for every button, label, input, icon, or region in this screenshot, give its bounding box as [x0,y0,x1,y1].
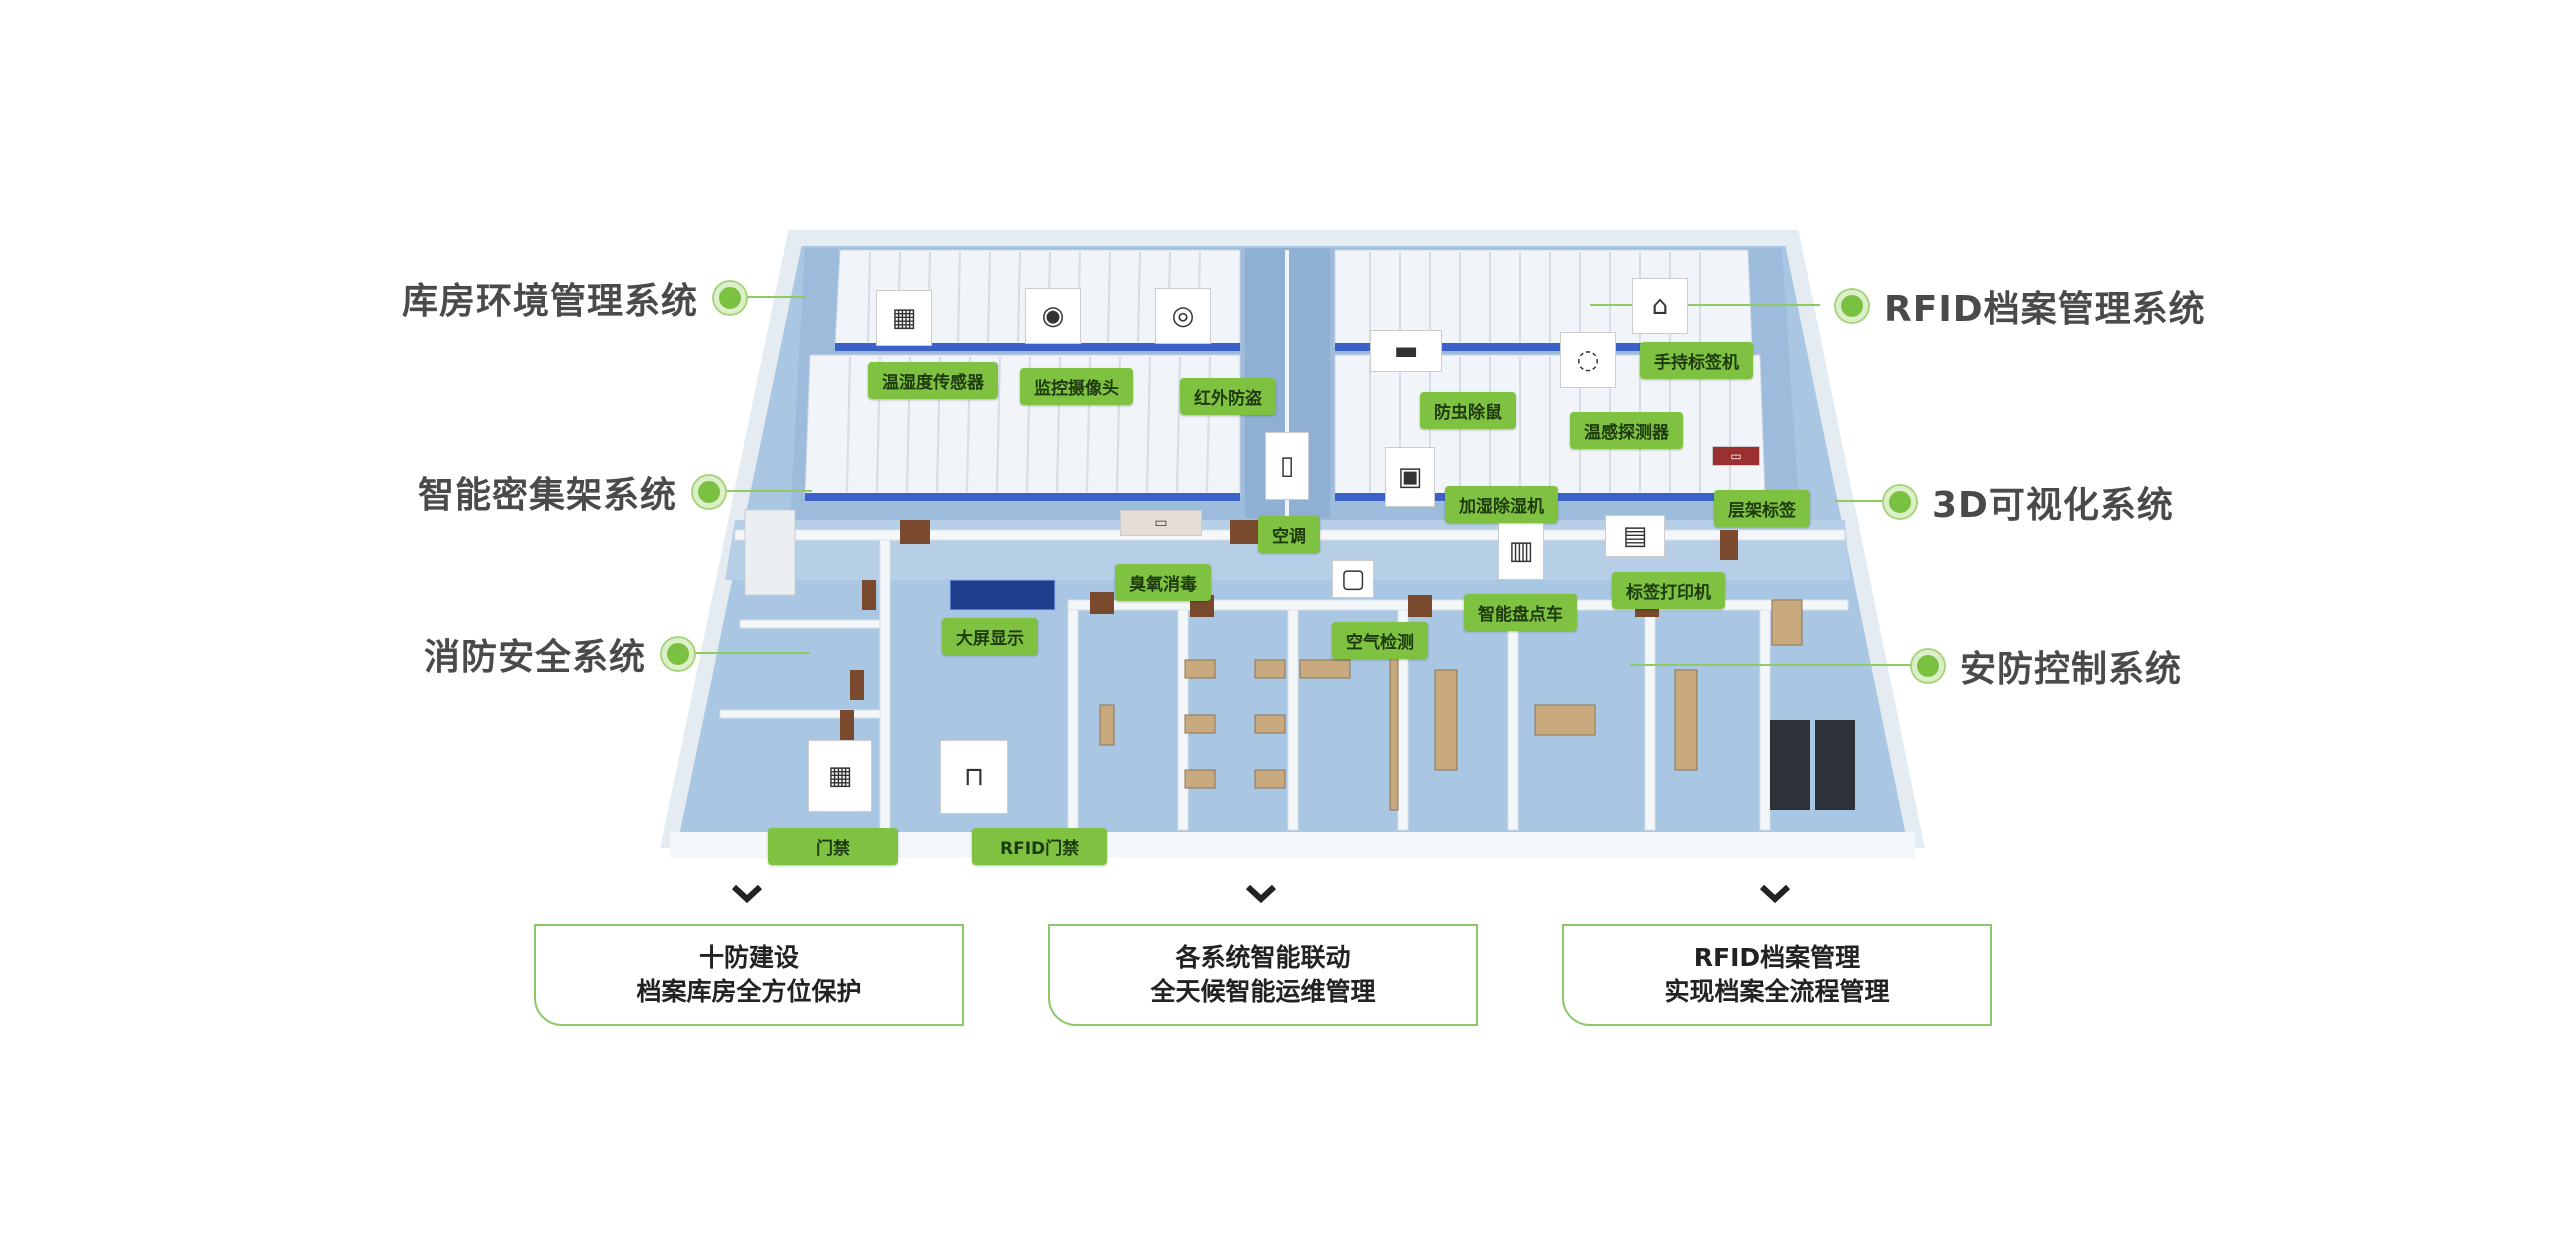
system-3d-label: 3D可视化系统 [1932,485,2174,526]
tag-label-printer: 标签打印机 [1612,572,1725,609]
system-security-dot [1912,650,1944,682]
system-rfid: RFID档案管理系统 [1836,280,2206,332]
air-conditioner-icon: ▯ [1265,432,1309,500]
tag-big-screen: 大屏显示 [942,618,1038,655]
chevron-down-icon [1246,884,1276,904]
tag-temp-detector: 温感探测器 [1570,412,1683,449]
label-printer-icon: ▤ [1605,515,1665,557]
summary-line1: RFID档案管理 [1693,943,1861,972]
temp-detector-icon: ◌ [1560,332,1616,388]
rfid-gate-icon: ⊓ [940,740,1008,814]
system-3d-dot [1884,486,1916,518]
handheld-reader-icon: ⌂ [1632,278,1688,334]
ozone-icon: ▭ [1120,510,1202,536]
tag-air-detection: 空气检测 [1332,622,1428,659]
system-env: 库房环境管理系统 [402,272,747,324]
system-env-dot [714,282,747,314]
system-security: 安防控制系统 [1912,640,2182,692]
big-screen-panel [949,579,1056,611]
system-shelf: 智能密集架系统 [418,466,726,518]
desks [1099,599,1803,811]
tag-ozone: 臭氧消毒 [1115,564,1211,601]
tag-inventory-cart: 智能盘点车 [1464,594,1577,631]
tag-dehumidifier: 加湿除湿机 [1445,486,1558,523]
system-fire-label: 消防安全系统 [424,637,647,678]
chevron-down-icon [732,884,762,904]
camera-icon: ◉ [1025,288,1081,344]
summary-box-rfid: RFID档案管理 实现档案全流程管理 [1562,924,1992,1026]
tag-rfid-door: RFID门禁 [972,828,1108,865]
inventory-cart-icon: ▥ [1498,522,1544,580]
system-env-label: 库房环境管理系统 [402,281,699,322]
server-racks [1770,720,1855,810]
fingerprint-lock-icon: ▦ [808,740,872,812]
infrared-icon: ◎ [1155,288,1211,344]
summary-line2: 实现档案全流程管理 [1664,977,1890,1006]
summary-line2: 档案库房全方位保护 [636,977,862,1006]
summary-line1: 十防建设 [698,943,799,972]
system-shelf-dot [693,476,726,508]
system-3d: 3D可视化系统 [1884,476,2174,528]
tag-handheld-reader: 手持标签机 [1640,342,1753,379]
summary-line1: 各系统智能联动 [1175,943,1351,972]
tag-infrared: 红外防盗 [1180,378,1276,415]
system-security-label: 安防控制系统 [1960,649,2183,690]
dehumidifier-icon: ▣ [1385,447,1435,507]
system-fire: 消防安全系统 [424,628,695,680]
system-rfid-label: RFID档案管理系统 [1884,289,2206,330]
system-shelf-label: 智能密集架系统 [418,475,678,516]
shelf-label-icon: ▭ [1712,446,1760,466]
system-rfid-dot [1836,290,1868,322]
chevron-down-icon [1760,884,1790,904]
sensor-icon: ▦ [876,290,932,346]
tag-camera: 监控摄像头 [1020,368,1133,405]
pest-control-icon: ▬ [1370,330,1442,372]
tag-temp-humidity-sensor: 温湿度传感器 [868,362,998,399]
tag-shelf-label: 层架标签 [1714,490,1810,527]
summary-box-protection: 十防建设 档案库房全方位保护 [534,924,964,1026]
air-detection-icon: ▢ [1332,560,1374,598]
summary-box-linkage: 各系统智能联动 全天候智能运维管理 [1048,924,1478,1026]
tag-pest-control: 防虫除鼠 [1420,392,1516,429]
fire-equipment [744,509,796,596]
tag-air-conditioner: 空调 [1258,516,1320,553]
summary-line2: 全天候智能运维管理 [1150,977,1376,1006]
system-fire-dot [662,638,695,670]
tag-door-access: 门禁 [768,828,898,865]
